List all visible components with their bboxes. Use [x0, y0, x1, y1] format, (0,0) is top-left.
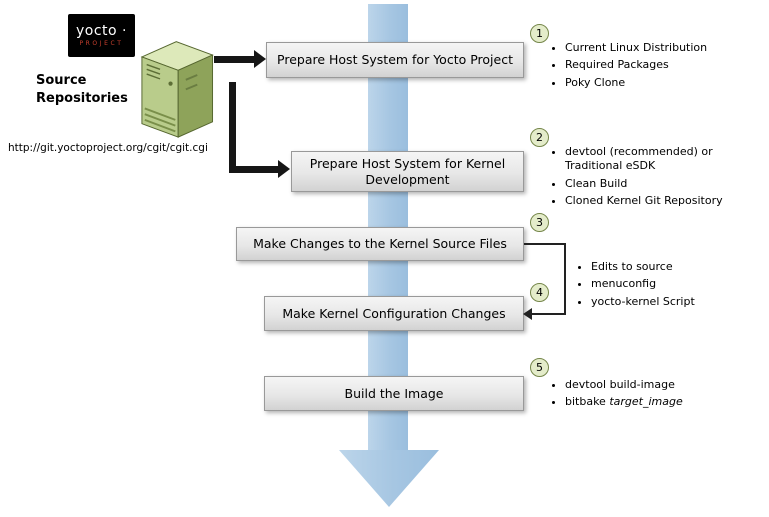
step-5-badge: 5 [530, 358, 549, 377]
step-3-badge: 3 [530, 213, 549, 232]
connector-step4-hline [532, 313, 566, 315]
step-1-label: Prepare Host System for Yocto Project [277, 52, 513, 68]
step-4-box: Make Kernel Configuration Changes [264, 296, 524, 331]
bullet-item: Clean Build [565, 177, 727, 191]
bullet-item: Cloned Kernel Git Repository [565, 194, 727, 208]
arrow-server-to-step2-head [278, 160, 290, 178]
step-5-bullets: devtool build-image bitbake target_image [552, 378, 747, 413]
step-5-box: Build the Image [264, 376, 524, 411]
bullet-italic-text: target_image [609, 395, 683, 409]
step-5-label: Build the Image [344, 385, 444, 401]
bullet-text: bitbake [565, 395, 610, 409]
connector-vline [564, 243, 566, 315]
step-2-label: Prepare Host System for Kernel Developme… [309, 155, 506, 187]
bullet-item: Required Packages [565, 58, 752, 72]
step-1-badge: 1 [530, 24, 549, 43]
bullet-item: bitbake target_image [565, 395, 747, 409]
step-1-bullets: Current Linux Distribution Required Pack… [552, 41, 752, 93]
main-flow-arrow-head [339, 450, 439, 507]
arrow-server-to-step1-line [214, 56, 254, 63]
source-repositories-url: http://git.yoctoproject.org/cgit/cgit.cg… [8, 142, 208, 154]
yocto-logo-subtitle: PROJECT [79, 40, 124, 47]
source-repositories-label: Source Repositories [36, 73, 128, 106]
step-2-badge: 2 [530, 128, 549, 147]
step-4-label: Make Kernel Configuration Changes [282, 305, 506, 321]
yocto-logo: yocto · PROJECT [68, 14, 135, 57]
step-4-badge: 4 [530, 283, 549, 302]
bullet-item: Current Linux Distribution [565, 41, 752, 55]
bullet-item: menuconfig [591, 277, 738, 291]
step-1-box: Prepare Host System for Yocto Project [266, 42, 524, 78]
step-3-label: Make Changes to the Kernel Source Files [253, 236, 507, 252]
step-2-box: Prepare Host System for Kernel Developme… [291, 151, 524, 192]
steps-3-4-shared-bullets: Edits to source menuconfig yocto-kernel … [578, 260, 738, 312]
connector-step3-hline [524, 243, 566, 245]
bullet-item: Poky Clone [565, 76, 752, 90]
connector-step4-arrowhead [523, 308, 532, 320]
step-2-bullets: devtool (recommended) or Traditional eSD… [552, 145, 727, 211]
bullet-item: Edits to source [591, 260, 738, 274]
bullet-item: devtool build-image [565, 378, 747, 392]
arrow-server-to-step2-vline [229, 82, 236, 173]
step-3-box: Make Changes to the Kernel Source Files [236, 227, 524, 261]
source-repository-server-icon [140, 41, 214, 138]
arrow-server-to-step2-hline [229, 166, 279, 173]
arrow-server-to-step1-head [254, 50, 266, 68]
bullet-item: devtool (recommended) or Traditional eSD… [565, 145, 727, 174]
bullet-item: yocto-kernel Script [591, 295, 738, 309]
yocto-logo-brand: yocto · [75, 23, 127, 39]
